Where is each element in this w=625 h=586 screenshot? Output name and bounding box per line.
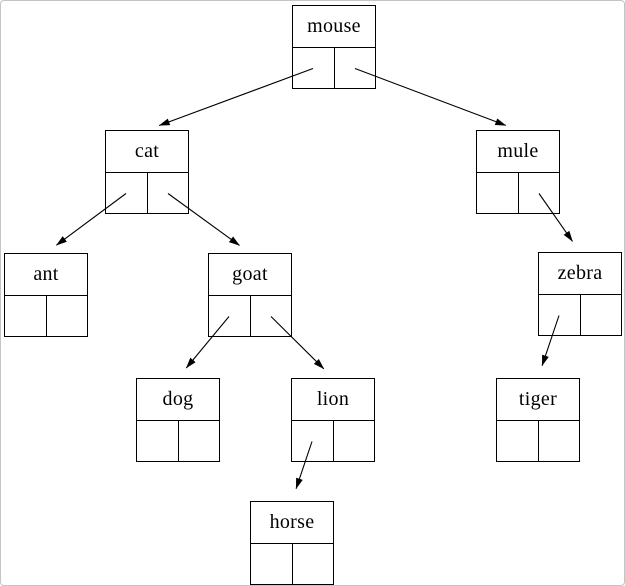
- right-pointer-cell: [293, 544, 334, 584]
- right-pointer-cell: [179, 421, 220, 461]
- right-pointer-cell: [251, 296, 292, 336]
- right-pointer-cell: [47, 296, 88, 336]
- left-pointer-cell: [292, 421, 334, 461]
- edge-arrow-mouse-mule: [354, 67, 507, 126]
- tree-node-label: lion: [292, 379, 374, 421]
- pointer-cells: [539, 295, 621, 335]
- tree-node-dog: dog: [136, 378, 220, 462]
- right-pointer-cell: [519, 173, 560, 213]
- tree-node-cat: cat: [105, 130, 189, 214]
- tree-node-lion: lion: [291, 378, 375, 462]
- tree-node-label: mouse: [293, 6, 375, 48]
- pointer-cells: [137, 421, 219, 461]
- tree-node-label: goat: [209, 254, 291, 296]
- left-pointer-cell: [5, 296, 47, 336]
- left-pointer-cell: [251, 544, 293, 584]
- pointer-cells: [497, 421, 579, 461]
- right-pointer-cell: [334, 421, 375, 461]
- tree-node-label: dog: [137, 379, 219, 421]
- tree-node-tiger: tiger: [496, 378, 580, 462]
- left-pointer-cell: [106, 173, 148, 213]
- right-pointer-cell: [148, 173, 189, 213]
- left-pointer-cell: [477, 173, 519, 213]
- tree-node-zebra: zebra: [538, 252, 622, 336]
- tree-node-label: mule: [477, 131, 559, 173]
- right-pointer-cell: [581, 295, 622, 335]
- pointer-cells: [209, 296, 291, 336]
- tree-node-label: ant: [5, 254, 87, 296]
- left-pointer-cell: [137, 421, 179, 461]
- pointer-cells: [292, 421, 374, 461]
- tree-node-label: horse: [251, 502, 333, 544]
- tree-node-mule: mule: [476, 130, 560, 214]
- left-pointer-cell: [209, 296, 251, 336]
- tree-node-mouse: mouse: [292, 5, 376, 89]
- pointer-cells: [251, 544, 333, 584]
- left-pointer-cell: [293, 48, 335, 88]
- pointer-cells: [293, 48, 375, 88]
- tree-node-goat: goat: [208, 253, 292, 337]
- right-pointer-cell: [335, 48, 376, 88]
- pointer-cells: [5, 296, 87, 336]
- right-pointer-cell: [539, 421, 580, 461]
- left-pointer-cell: [539, 295, 581, 335]
- edge-arrow-mouse-cat: [158, 67, 314, 127]
- tree-node-ant: ant: [4, 253, 88, 337]
- tree-node-label: zebra: [539, 253, 621, 295]
- tree-node-label: tiger: [497, 379, 579, 421]
- tree-node-horse: horse: [250, 501, 334, 585]
- left-pointer-cell: [497, 421, 539, 461]
- pointer-cells: [106, 173, 188, 213]
- pointer-cells: [477, 173, 559, 213]
- tree-node-label: cat: [106, 131, 188, 173]
